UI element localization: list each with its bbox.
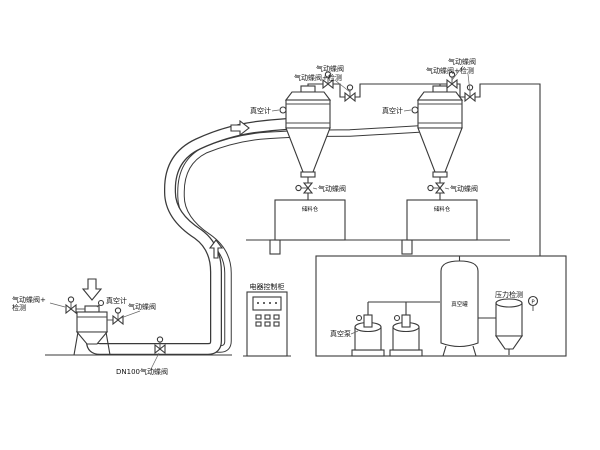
vacuum-tank — [440, 256, 479, 357]
label-c1-discharge-valve: 气动蝶阀 — [318, 184, 346, 193]
storage-bin-2-label: 储料仓 — [434, 205, 451, 213]
leader-feeder-right — [120, 310, 141, 319]
pressure-gauge: P — [527, 295, 539, 311]
conveying-duct-2 — [177, 125, 420, 353]
label-c2-discharge-valve: 气动蝶阀 — [450, 184, 478, 193]
feeder-station — [73, 299, 113, 356]
vacuum-loader-2 — [411, 85, 463, 186]
label-feeder-gauge: 真空计 — [106, 296, 127, 305]
flow-arrow-right — [230, 119, 250, 137]
label-dn100-valve: DN100气动蝶阀 — [116, 367, 168, 376]
leader-c2-top-valve-det — [467, 73, 471, 93]
platform-support-1 — [269, 239, 281, 255]
label-c2-top-valve: 气动蝶阀 — [448, 57, 476, 66]
label-feeder-valve-line2: 检测 — [12, 303, 26, 312]
loader1-discharge-valve — [295, 182, 313, 194]
leader-c2-discharge — [444, 187, 450, 190]
feeder-vacuum-gauge — [97, 299, 105, 307]
loader1-header-valve-det — [344, 84, 356, 102]
flow-arrow-up — [208, 239, 224, 259]
label-c2-vacuum-gauge: 真空计 — [382, 106, 403, 115]
filter-unit — [494, 298, 524, 355]
leader-pump-label — [350, 330, 359, 335]
label-c1-vacuum-gauge: 真空计 — [250, 106, 271, 115]
label-feeder-valve-line1: 气动蝶阀+ — [12, 295, 46, 304]
storage-bin-2 — [406, 199, 478, 241]
leader-c2-gauge — [403, 109, 412, 112]
leader-c1-top-valve-det — [335, 80, 351, 93]
loader2-discharge-valve — [427, 182, 445, 194]
label-feeder-right-valve: 气动蝶阀 — [128, 302, 156, 311]
label-vacuum-pump: 真空泵 — [330, 329, 351, 338]
leader-feeder-left — [49, 302, 66, 308]
platform-support-2 — [401, 239, 413, 255]
leader-dn100 — [149, 352, 160, 372]
flow-arrow-down — [81, 278, 103, 301]
label-c1-top-valve: 气动蝶阀 — [316, 64, 344, 73]
label-vacuum-tank: 真空罐 — [451, 300, 468, 308]
control-cabinet — [246, 291, 288, 357]
feeder-right-valve-symbol — [112, 307, 124, 325]
label-pressure-detect: 压力检测 — [495, 290, 523, 299]
feeder-left-valve — [65, 296, 77, 314]
leader-c1-gauge — [271, 109, 280, 112]
label-c1-top-valve-det: 气动蝶阀+检测 — [294, 73, 342, 82]
label-c2-top-valve-det: 气动蝶阀+检测 — [426, 66, 474, 75]
storage-bin-1-label: 储料仓 — [302, 205, 319, 213]
leader-c2-top-valve — [451, 65, 464, 81]
storage-bin-1 — [274, 199, 346, 241]
label-control-cabinet: 电器控制柜 — [250, 282, 285, 291]
leader-c1-top-valve — [327, 72, 332, 81]
pressure-gauge-letter: P — [531, 300, 535, 306]
loader2-header-valve-det — [464, 84, 476, 102]
leader-c1-discharge — [312, 187, 318, 190]
